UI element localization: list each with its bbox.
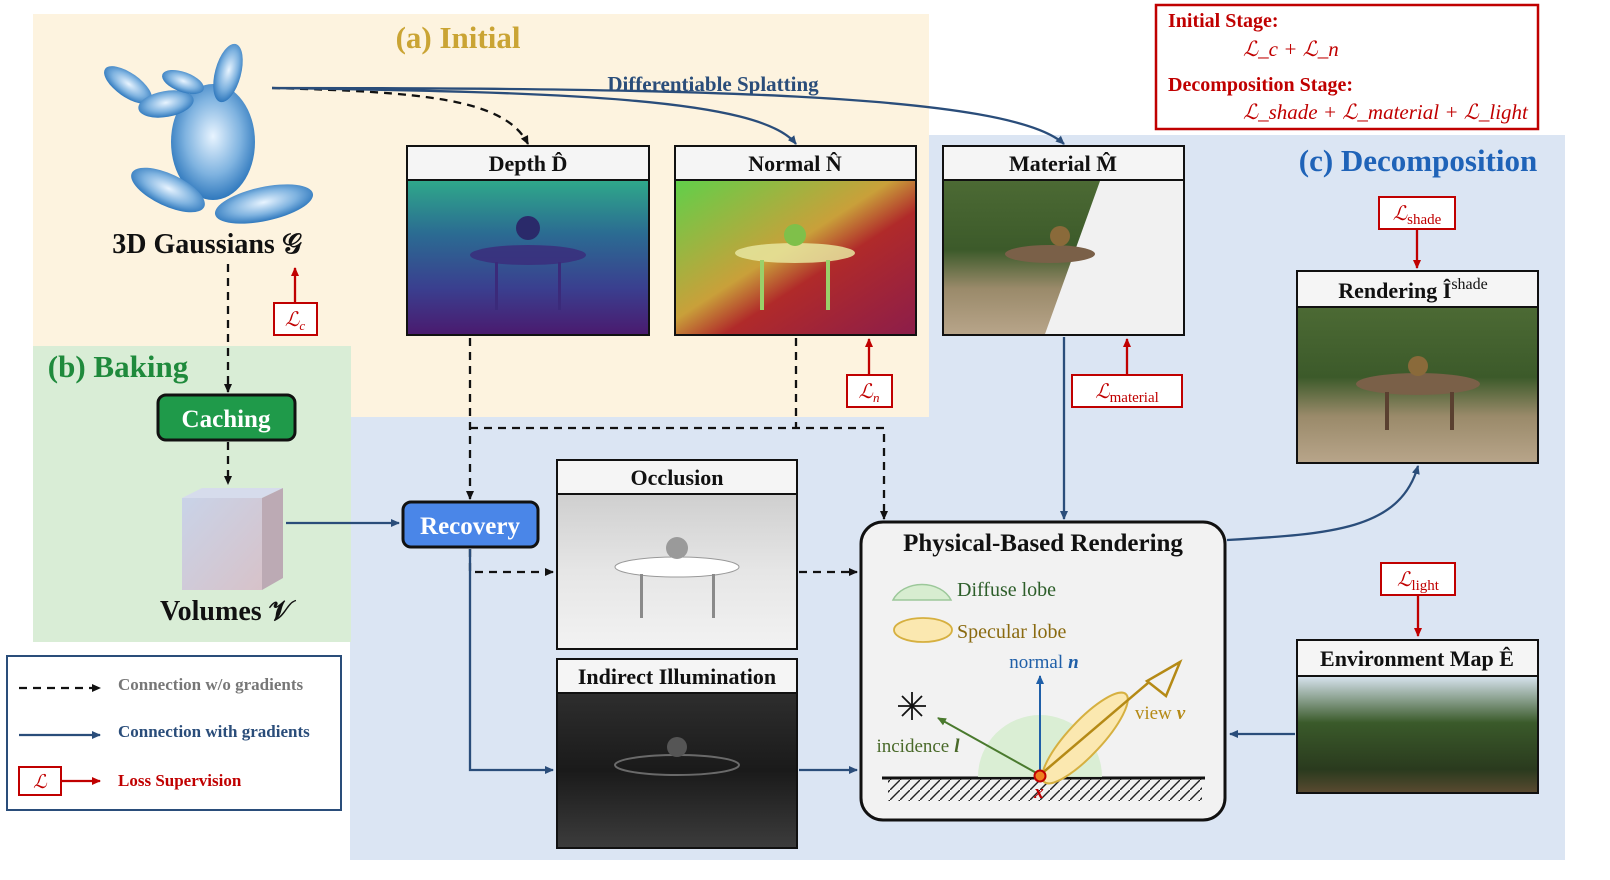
indirect-image	[556, 692, 798, 849]
envmap-title: Environment Map Ê	[1320, 646, 1514, 671]
view-arrow	[1039, 682, 1149, 776]
rendering-title: Rendering Îshade	[1338, 276, 1488, 303]
rendering-panel: Rendering Îshade	[1296, 270, 1539, 464]
normal-title: Normal N̂	[748, 151, 842, 176]
material-title: Material M̂	[1009, 151, 1117, 176]
envmap-panel: Environment Map Ê	[1296, 639, 1539, 794]
eye-icon	[1144, 659, 1183, 699]
loss-shade-box: ℒshade	[1378, 196, 1456, 230]
diffuse-lobe-label: Diffuse lobe	[957, 579, 1056, 601]
loss-material-box: ℒmaterial	[1071, 374, 1183, 408]
volumes-label: Volumes 𝒱	[160, 596, 297, 627]
recovery-label: Recovery	[420, 513, 520, 540]
decomposition-stage-formula: ℒ_shade + ℒ_material + ℒ_light	[1243, 100, 1529, 124]
legend-no-grad-label: Connection w/o gradients	[118, 675, 304, 694]
loss-n-box: ℒn	[846, 374, 893, 408]
incidence-arrow	[937, 717, 1041, 776]
occlusion-panel: Occlusion	[556, 459, 798, 650]
loss-light-box: ℒlight	[1380, 562, 1456, 596]
loss-shade-label: ℒshade	[1393, 203, 1442, 228]
surface-hatching	[888, 779, 1202, 801]
depth-panel: Depth D̂	[406, 145, 650, 336]
splat-to-normal-arrow	[271, 86, 797, 145]
pbr-to-rendering-arrow	[1226, 465, 1420, 542]
volume-cube-illustration	[182, 488, 283, 590]
gaussians-label: 3D Gaussians 𝒢	[112, 229, 303, 260]
caching-node: Caching	[156, 393, 297, 442]
pbr-title: Physical-Based Rendering	[903, 530, 1183, 557]
light-source-icon	[898, 692, 926, 720]
splat-to-depth-arrow	[271, 86, 530, 145]
splat-to-material-arrow	[271, 86, 1065, 145]
loss-c-label: ℒc	[285, 309, 305, 333]
initial-title: (a) Initial	[396, 20, 521, 55]
loss-c-box: ℒc	[273, 302, 318, 336]
loss-light-label: ℒlight	[1397, 569, 1440, 594]
occlusion-title: Occlusion	[631, 465, 724, 490]
decomposition-title: (c) Decomposition	[1299, 143, 1537, 178]
recovery-to-indirect-arrow	[468, 549, 554, 774]
gaussians-illustration	[104, 43, 314, 224]
legend-loss-label: Loss Supervision	[118, 771, 242, 790]
legend-loss-symbol: ℒ	[33, 772, 48, 793]
indirect-title: Indirect Illumination	[578, 664, 776, 689]
rendering-title-sup: shade	[1451, 276, 1487, 293]
initial-stage-formula: ℒ_c + ℒ_n	[1243, 37, 1339, 61]
initial-stage-label: Initial Stage:	[1168, 10, 1279, 32]
envmap-image	[1296, 675, 1539, 794]
stage-loss-box: Initial Stage: ℒ_c + ℒ_n Decomposition S…	[1154, 3, 1540, 131]
depth-title: Depth D̂	[489, 151, 568, 176]
legend-loss-symbol-box	[18, 766, 62, 796]
diffuse-lobe-icon	[891, 583, 953, 601]
caching-label: Caching	[182, 406, 271, 433]
pbr-box: Physical-Based Rendering Diffuse lobe Sp…	[859, 520, 1227, 822]
baking-title: (b) Baking	[48, 349, 189, 384]
shading-point-label: x	[1033, 782, 1044, 803]
indirect-panel: Indirect Illumination	[556, 658, 798, 849]
shading-point	[1033, 769, 1047, 783]
loss-n-label: ℒn	[859, 381, 880, 405]
normal-panel: Normal N̂	[674, 145, 917, 336]
decomposition-stage-label: Decomposition Stage:	[1168, 74, 1353, 96]
specular-lobe-label: Specular lobe	[957, 621, 1067, 643]
specular-lobe-icon	[893, 617, 953, 643]
legend-with-grad-label: Connection with gradients	[118, 722, 310, 741]
material-panel: Material M̂	[942, 145, 1185, 336]
loss-material-label: ℒmaterial	[1095, 381, 1159, 406]
legend: Connection w/o gradients Connection with…	[6, 655, 342, 811]
merge-to-pbr-arrow	[470, 426, 888, 520]
recovery-node: Recovery	[401, 500, 540, 549]
